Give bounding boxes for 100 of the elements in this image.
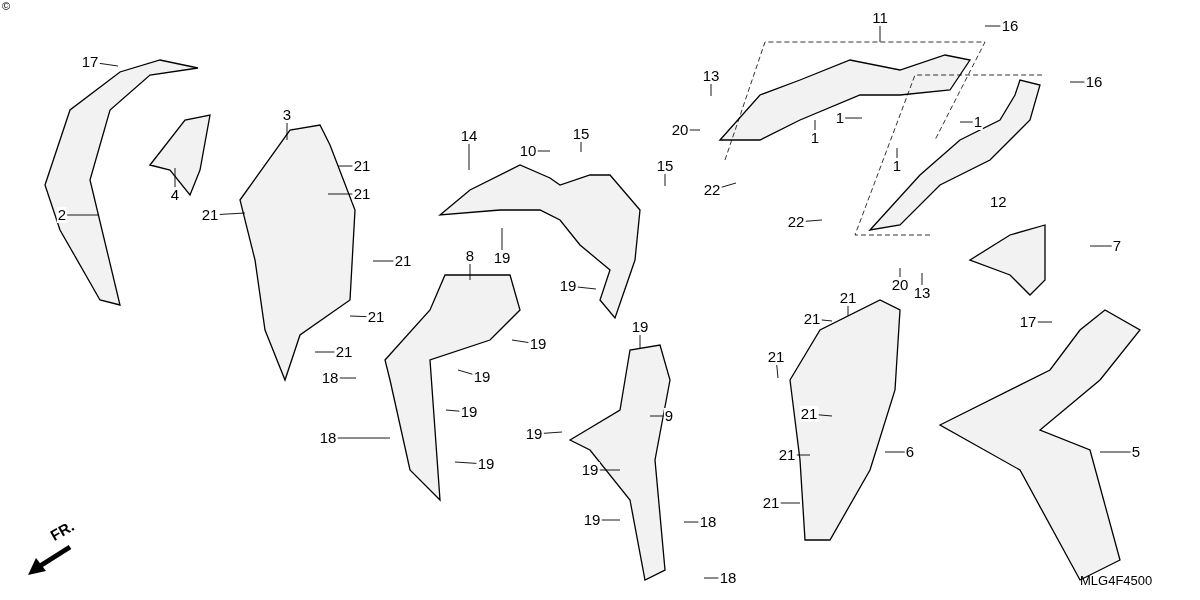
leader-line — [338, 377, 357, 379]
leader-line — [804, 219, 823, 222]
callout-number: 19 — [524, 426, 544, 442]
callout-number: 13 — [701, 68, 721, 84]
leader-line — [884, 451, 906, 453]
callout-number: 21 — [334, 344, 354, 360]
leader-line — [959, 121, 974, 123]
callout-number: 21 — [393, 253, 413, 269]
leader-line — [921, 272, 923, 286]
callout-number: 14 — [459, 128, 479, 144]
callout-number: 19 — [558, 278, 578, 294]
leader-line — [337, 165, 354, 167]
leader-line — [600, 519, 621, 521]
leader-line — [795, 454, 811, 456]
leader-line — [1036, 321, 1053, 323]
leader-line — [817, 414, 833, 417]
leader-line — [336, 437, 391, 439]
callout-number: 21 — [838, 290, 858, 306]
leader-line — [664, 173, 666, 187]
leader-line — [649, 415, 665, 417]
callout-number: 18 — [320, 370, 340, 386]
leader-line — [98, 62, 119, 67]
callout-number: 18 — [318, 430, 338, 446]
part-code: MLG4F4500 — [1080, 573, 1153, 588]
leader-line — [1099, 451, 1132, 453]
callout-number: 21 — [352, 186, 372, 202]
callout-number: 15 — [655, 158, 675, 174]
callout-number: 19 — [476, 456, 496, 472]
callout-number: 22 — [702, 182, 722, 198]
leader-line — [710, 83, 712, 97]
callout-number: 19 — [630, 319, 650, 335]
callout-number: 21 — [200, 207, 220, 223]
callout-number: 9 — [663, 408, 675, 424]
callout-number: 17 — [80, 54, 100, 70]
callout-number: 21 — [352, 158, 372, 174]
leader-line — [536, 150, 551, 152]
leader-line — [457, 369, 474, 375]
leader-line — [286, 122, 288, 141]
callout-number: 19 — [472, 369, 492, 385]
leader-line — [66, 214, 99, 216]
callout-number: 16 — [1000, 18, 1020, 34]
leader-line — [776, 364, 779, 379]
leader-line — [844, 117, 863, 119]
callout-number: 5 — [1130, 444, 1142, 460]
callout-number: 20 — [890, 277, 910, 293]
leader-line — [720, 182, 737, 188]
callout-number: 18 — [718, 570, 738, 586]
callout-number: 3 — [281, 107, 293, 123]
leader-line — [598, 469, 621, 471]
callout-number: 6 — [904, 444, 916, 460]
copyright-sign: © — [2, 0, 11, 12]
callout-number: 21 — [766, 349, 786, 365]
callout-number: 21 — [802, 311, 822, 327]
leader-line — [542, 431, 563, 434]
leader-line — [1069, 81, 1086, 83]
leader-line — [820, 319, 833, 322]
leader-line — [639, 334, 641, 349]
leader-line — [580, 141, 582, 153]
leader-line — [327, 193, 354, 195]
leader-line — [879, 25, 881, 43]
leader-line — [683, 521, 700, 523]
leader-line — [454, 461, 478, 464]
callout-number: 8 — [464, 248, 476, 264]
leader-line — [174, 167, 176, 188]
callout-number: 21 — [366, 309, 386, 325]
leader-line — [847, 305, 849, 317]
callout-number: 1 — [809, 130, 821, 146]
callout-number: 16 — [1084, 74, 1104, 90]
callout-number: 19 — [492, 250, 512, 266]
callout-number: 19 — [580, 462, 600, 478]
leader-line — [814, 119, 816, 131]
leader-line — [349, 315, 368, 318]
leader-line — [1089, 245, 1113, 247]
leader-line — [779, 502, 801, 504]
callout-number: 19 — [459, 404, 479, 420]
callout-number: 1 — [834, 110, 846, 126]
leader-line — [703, 577, 720, 579]
callout-number: 12 — [990, 193, 1007, 210]
leader-line — [501, 227, 503, 251]
callout-number: 19 — [528, 336, 548, 352]
leader-line — [372, 260, 395, 262]
callout-number: 11 — [871, 10, 889, 26]
callout-number: 1 — [972, 114, 984, 130]
callout-number: 13 — [912, 285, 932, 301]
callout-number: 22 — [786, 214, 806, 230]
leader-line — [899, 267, 901, 278]
callout-number: 21 — [799, 406, 819, 422]
callout-number: 17 — [1018, 314, 1038, 330]
leader-line — [218, 212, 246, 215]
callout-number: 10 — [518, 143, 538, 159]
callout-number: 20 — [670, 122, 690, 138]
direction-label: FR. — [47, 517, 77, 544]
leader-line — [984, 25, 1002, 27]
leader-line — [468, 143, 470, 171]
leader-line — [314, 351, 336, 353]
leader-line — [896, 147, 898, 159]
leader-line — [469, 263, 471, 281]
callout-number: 18 — [698, 514, 718, 530]
leader-line — [445, 409, 461, 412]
callout-number: 21 — [761, 495, 781, 511]
